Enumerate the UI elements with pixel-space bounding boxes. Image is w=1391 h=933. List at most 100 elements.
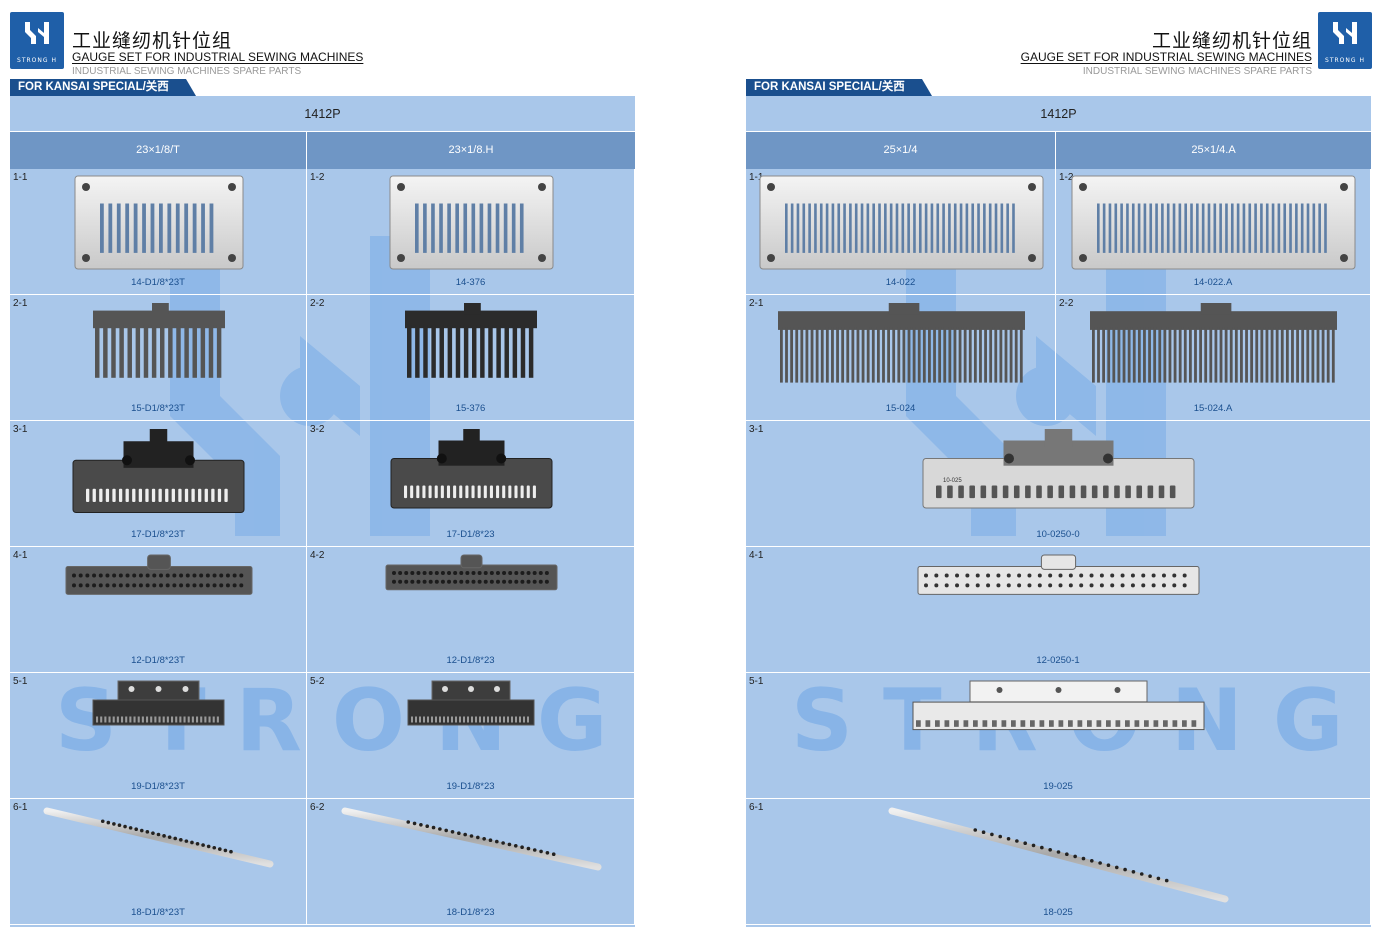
part-cell: 4-1 12-D1/8*23T	[10, 547, 307, 673]
part-index: 1-1	[749, 172, 764, 183]
part-cell: 5-1 19-D1/8*23T	[10, 673, 307, 799]
feed-dog-icon	[1086, 301, 1341, 391]
needle-plate-icon	[74, 175, 244, 275]
part-index: 4-1	[13, 550, 28, 561]
spreader-rod-icon	[339, 805, 604, 878]
part-index: 3-2	[310, 424, 325, 435]
part-cell: 1-1 14-022	[746, 169, 1056, 295]
part-code: 14-376	[455, 277, 486, 288]
brand-logo: STRONG H	[1318, 12, 1372, 69]
brand-tab: FOR KANSAI SPECIAL/关西	[10, 79, 196, 96]
part-index: 5-1	[13, 676, 28, 687]
part-code: 12-0250-1	[1036, 655, 1080, 666]
part-code: 18-D1/8*23	[446, 907, 495, 918]
brand-tab: FOR KANSAI SPECIAL/关西	[746, 79, 932, 96]
spreader-rod-icon	[41, 805, 276, 875]
part-index: 5-1	[749, 676, 764, 687]
part-code: 15-376	[455, 403, 486, 414]
part-code: 14-022	[885, 277, 916, 288]
part-code: 19-D1/8*23T	[131, 781, 185, 792]
feed-dog-icon	[774, 301, 1029, 391]
part-code: 15-024	[885, 403, 916, 414]
part-index: 4-1	[749, 550, 764, 561]
page-title-zh: 工业缝纫机针位组	[72, 30, 233, 52]
column-header-1: 23×1/8/T	[10, 132, 307, 169]
part-code: 10-0250-0	[1036, 529, 1080, 540]
spreader-rod-icon	[886, 805, 1231, 910]
brand-logo: STRONG H	[10, 12, 64, 69]
part-cell: 3-2 17-D1/8*23	[307, 421, 635, 547]
page-title-en: GAUGE SET FOR INDUSTRIAL SEWING MACHINES	[1020, 50, 1312, 64]
part-cell: 1-2 14-022.A	[1056, 169, 1371, 295]
part-code: 17-D1/8*23	[446, 529, 495, 540]
part-code: 19-D1/8*23	[446, 781, 495, 792]
part-cell: 1-2 14-376	[307, 169, 635, 295]
column-header-1: 25×1/4	[746, 132, 1056, 169]
part-index: 2-2	[310, 298, 325, 309]
part-stamp: 10-025	[943, 478, 962, 484]
presser-foot-icon	[921, 427, 1196, 522]
presser-foot-icon	[71, 427, 246, 527]
page-title-en: GAUGE SET FOR INDUSTRIAL SEWING MACHINES	[72, 50, 364, 64]
feed-dog-icon	[401, 301, 541, 386]
part-code: 15-D1/8*23T	[131, 403, 185, 414]
part-index: 6-2	[310, 802, 325, 813]
needle-clamp-icon	[916, 553, 1201, 603]
part-cell: 2-1 15-D1/8*23T	[10, 295, 307, 421]
part-cell: 3-1 17-D1/8*23T	[10, 421, 307, 547]
part-cell: 1-1 14-D1/8*23T	[10, 169, 307, 295]
part-index: 6-1	[13, 802, 28, 813]
part-index: 4-2	[310, 550, 325, 561]
part-code: 19-025	[1043, 781, 1073, 792]
part-code: 14-022.A	[1193, 277, 1233, 288]
part-cell: 5-1 19-025	[746, 673, 1371, 799]
needle-plate-icon	[1071, 175, 1356, 275]
needle-clamp-icon	[64, 553, 254, 603]
part-index: 3-1	[13, 424, 28, 435]
page-title-zh: 工业缝纫机针位组	[1151, 30, 1312, 52]
model-header: 1412P	[746, 96, 1371, 132]
feed-dog-icon	[89, 301, 229, 386]
part-cell: 2-1 15-024	[746, 295, 1056, 421]
part-code: 17-D1/8*23T	[131, 529, 185, 540]
looper-holder-icon	[91, 679, 226, 734]
part-code: 18-D1/8*23T	[131, 907, 185, 918]
part-code: 18-025	[1043, 907, 1073, 918]
catalog-table: STRONG H 1412P 23×1/8/T 23×1/8.H 1-1 14-…	[10, 96, 635, 927]
model-header: 1412P	[10, 96, 635, 132]
part-cell: 2-2 15-024.A	[1056, 295, 1371, 421]
part-cell: 6-1 18-025	[746, 799, 1371, 925]
part-code: 14-D1/8*23T	[131, 277, 185, 288]
part-cell: 2-2 15-376	[307, 295, 635, 421]
part-cell: 3-1 10-025 10-0250-0	[746, 421, 1371, 547]
logo-text: STRONG H	[17, 57, 57, 64]
part-index: 2-1	[749, 298, 764, 309]
column-header-2: 23×1/8.H	[307, 132, 635, 169]
looper-holder-icon	[911, 679, 1206, 739]
part-index: 3-1	[749, 424, 764, 435]
catalog-table: STRONG H 1412P 25×1/4 25×1/4.A 1-1 14-02…	[746, 96, 1371, 927]
part-cell: 6-1 18-D1/8*23T	[10, 799, 307, 925]
part-index: 2-1	[13, 298, 28, 309]
part-code: 15-024.A	[1193, 403, 1233, 414]
part-index: 6-1	[749, 802, 764, 813]
part-index: 1-1	[13, 172, 28, 183]
catalog-page-right: STRONG H 工业缝纫机针位组 GAUGE SET FOR INDUSTRI…	[746, 0, 1372, 933]
needle-plate-icon	[759, 175, 1044, 275]
needle-plate-icon	[389, 175, 554, 275]
part-index: 5-2	[310, 676, 325, 687]
presser-foot-icon	[389, 427, 554, 522]
logo-text: STRONG H	[1325, 57, 1365, 64]
page-subtitle: INDUSTRIAL SEWING MACHINES SPARE PARTS	[1082, 66, 1312, 77]
part-index: 1-2	[1059, 172, 1074, 183]
part-cell: 4-1 12-0250-1	[746, 547, 1371, 673]
strong-h-logo-icon	[25, 22, 49, 44]
part-cell: 6-2 18-D1/8*23	[307, 799, 635, 925]
column-header-2: 25×1/4.A	[1056, 132, 1371, 169]
part-cell: 5-2 19-D1/8*23	[307, 673, 635, 799]
catalog-page-left: STRONG H 工业缝纫机针位组 GAUGE SET FOR INDUSTRI…	[10, 0, 636, 933]
part-index: 2-2	[1059, 298, 1074, 309]
part-index: 1-2	[310, 172, 325, 183]
needle-clamp-icon	[384, 553, 559, 598]
part-cell: 4-2 12-D1/8*23	[307, 547, 635, 673]
